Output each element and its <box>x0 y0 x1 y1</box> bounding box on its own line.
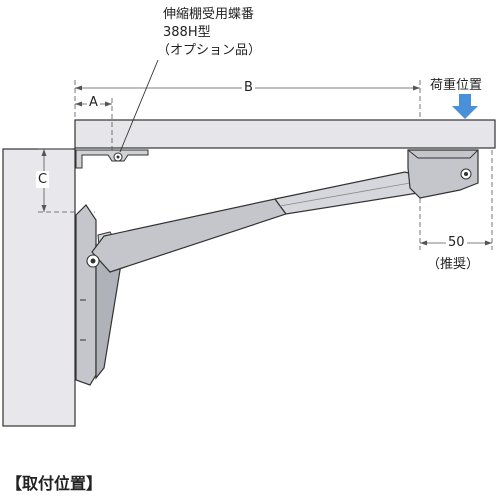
hinge-note-line1: 伸縮棚受用蝶番 <box>163 7 255 22</box>
wall-panel <box>2 148 76 427</box>
pivot-screw-icon <box>86 254 100 268</box>
load-position-label: 荷重位置 <box>430 78 483 93</box>
shelf-bracket <box>407 149 479 199</box>
hinge-icon <box>75 149 149 169</box>
dimension-b-label: B <box>242 79 255 96</box>
hinge-note-line2: 388H型 <box>163 25 211 40</box>
load-arrow-icon <box>452 94 478 119</box>
dimension-c-label: C <box>36 171 50 188</box>
shelf-board <box>74 119 496 149</box>
wall-bracket-plate <box>75 204 123 386</box>
hinge-note-line3: （オプション品） <box>157 43 262 58</box>
bracket-arm <box>91 171 426 273</box>
dimension-a-label: A <box>87 94 100 111</box>
recommended-note: （推奨） <box>427 257 480 272</box>
figure-caption: 【取付位置】 <box>6 474 103 493</box>
hinge-leader-line <box>119 59 159 153</box>
dimension-50-label: 50 <box>446 234 467 251</box>
